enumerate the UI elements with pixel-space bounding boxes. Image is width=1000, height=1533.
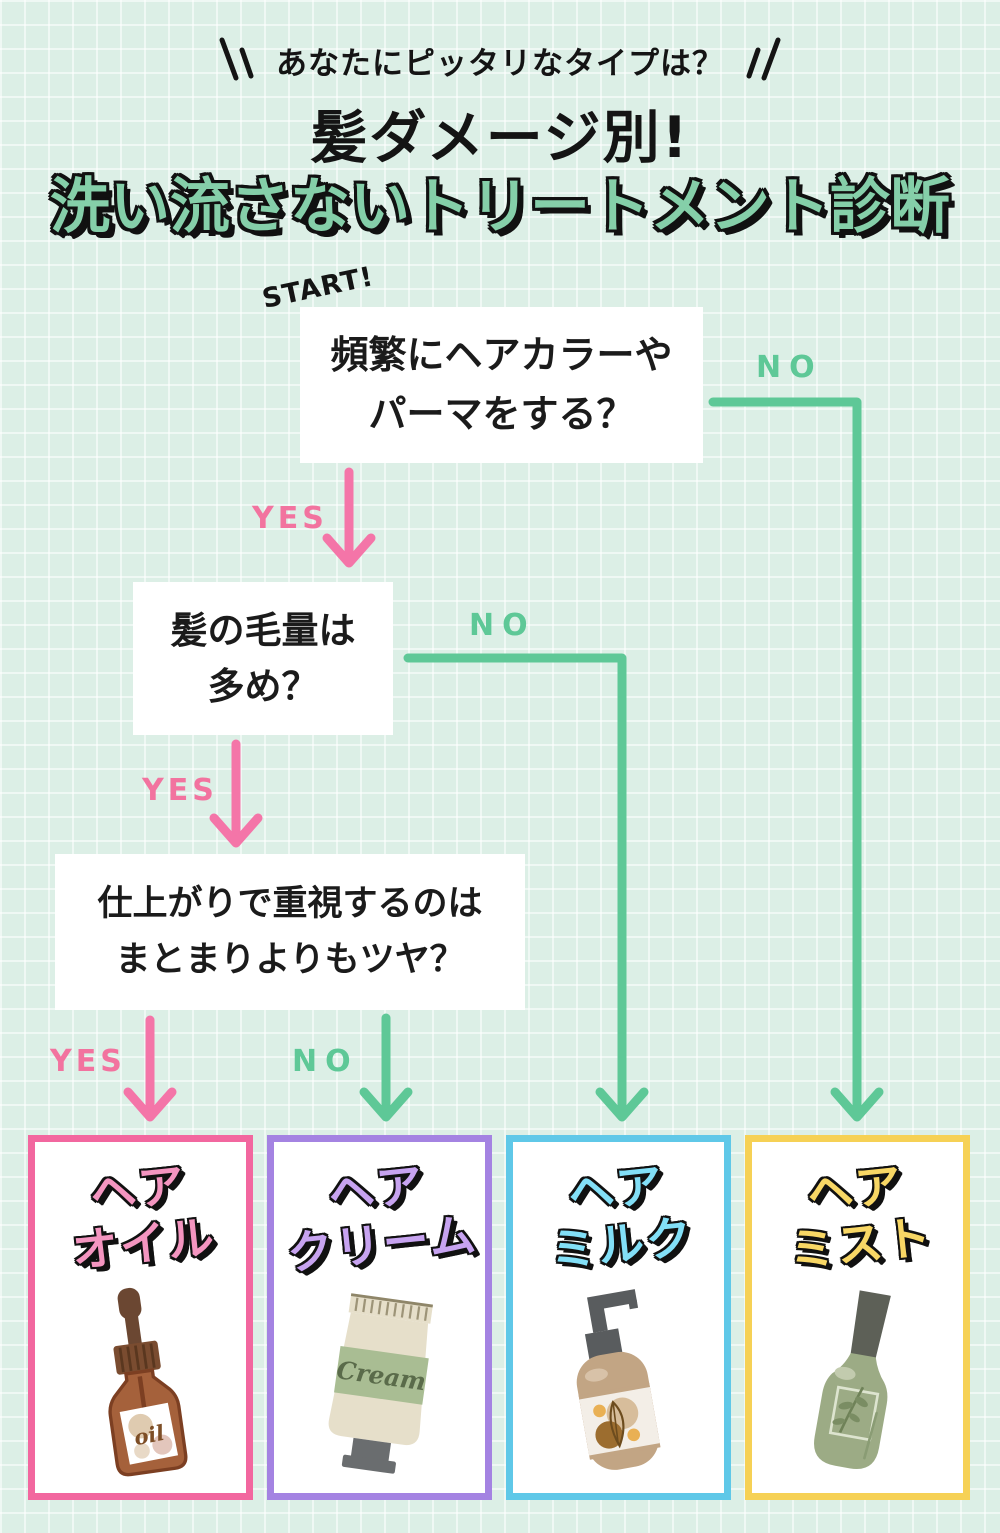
subtitle-row: あなたにピッタリなタイプは？ <box>0 34 1000 86</box>
question-card-1: 頻繁にヘアカラーや パーマをする？ <box>300 307 703 463</box>
q2-yes-arrowhead <box>209 813 263 848</box>
q1-no-connector <box>708 397 862 1115</box>
q1-no-arrowhead <box>830 1087 884 1122</box>
q1-no-label: NO <box>756 350 823 385</box>
q3-yes-arrowhead <box>123 1087 177 1122</box>
question-1-line1: 頻繁にヘアカラーや <box>330 333 673 378</box>
result-card-hair-cream: ヘア クリーム Cream <box>267 1135 492 1500</box>
q1-yes-arrowhead <box>322 533 376 568</box>
page-title-line1: 髪ダメージ別! <box>310 105 690 171</box>
q1-yes-label: YES <box>252 501 328 536</box>
slash-marks-right-icon <box>746 37 781 81</box>
q2-yes-label: YES <box>142 773 218 808</box>
result-label-hair-milk: ヘア ミルク <box>546 1157 696 1279</box>
q3-yes-label: YES <box>50 1044 126 1079</box>
result-card-hair-mist: ヘア ミスト <box>745 1135 970 1500</box>
cream-tube-illustration: Cream <box>328 1293 433 1474</box>
page-title-line2: 洗い流さないトリートメント診断 <box>50 172 950 242</box>
result-card-hair-milk: ヘア ミルク <box>506 1135 731 1500</box>
question-1-line2: パーマをする？ <box>368 392 635 436</box>
result-label-hair-cream: ヘア クリーム <box>284 1157 480 1281</box>
question-card-2: 髪の毛量は 多め？ <box>133 582 393 735</box>
question-3-line1: 仕上がりで重視するのは <box>97 884 483 924</box>
result-card-hair-oil: ヘア オイル <box>28 1135 253 1500</box>
mist-spray-bottle-illustration <box>813 1290 891 1470</box>
result-label-hair-oil: ヘア オイル <box>68 1157 218 1279</box>
svg-text:oil: oil <box>131 1420 165 1450</box>
oil-dropper-bottle-illustration: oil <box>107 1288 187 1477</box>
question-card-3: 仕上がりで重視するのは まとまりよりもツヤ？ <box>55 854 525 1010</box>
slash-marks-left-icon <box>219 37 254 81</box>
q2-no-label: NO <box>469 608 536 643</box>
q3-no-arrowhead <box>359 1087 413 1122</box>
q3-no-label: NO <box>292 1044 359 1079</box>
milk-pump-bottle-illustration <box>576 1289 661 1471</box>
question-2-line2: 多め？ <box>207 664 319 708</box>
question-2-line1: 髪の毛量は <box>170 609 356 652</box>
result-label-hair-mist: ヘア ミスト <box>785 1157 935 1279</box>
q2-no-arrowhead <box>595 1087 649 1122</box>
subtitle: あなたにピッタリなタイプは？ <box>276 45 724 82</box>
question-3-line2: まとまりよりもツヤ？ <box>115 940 465 980</box>
